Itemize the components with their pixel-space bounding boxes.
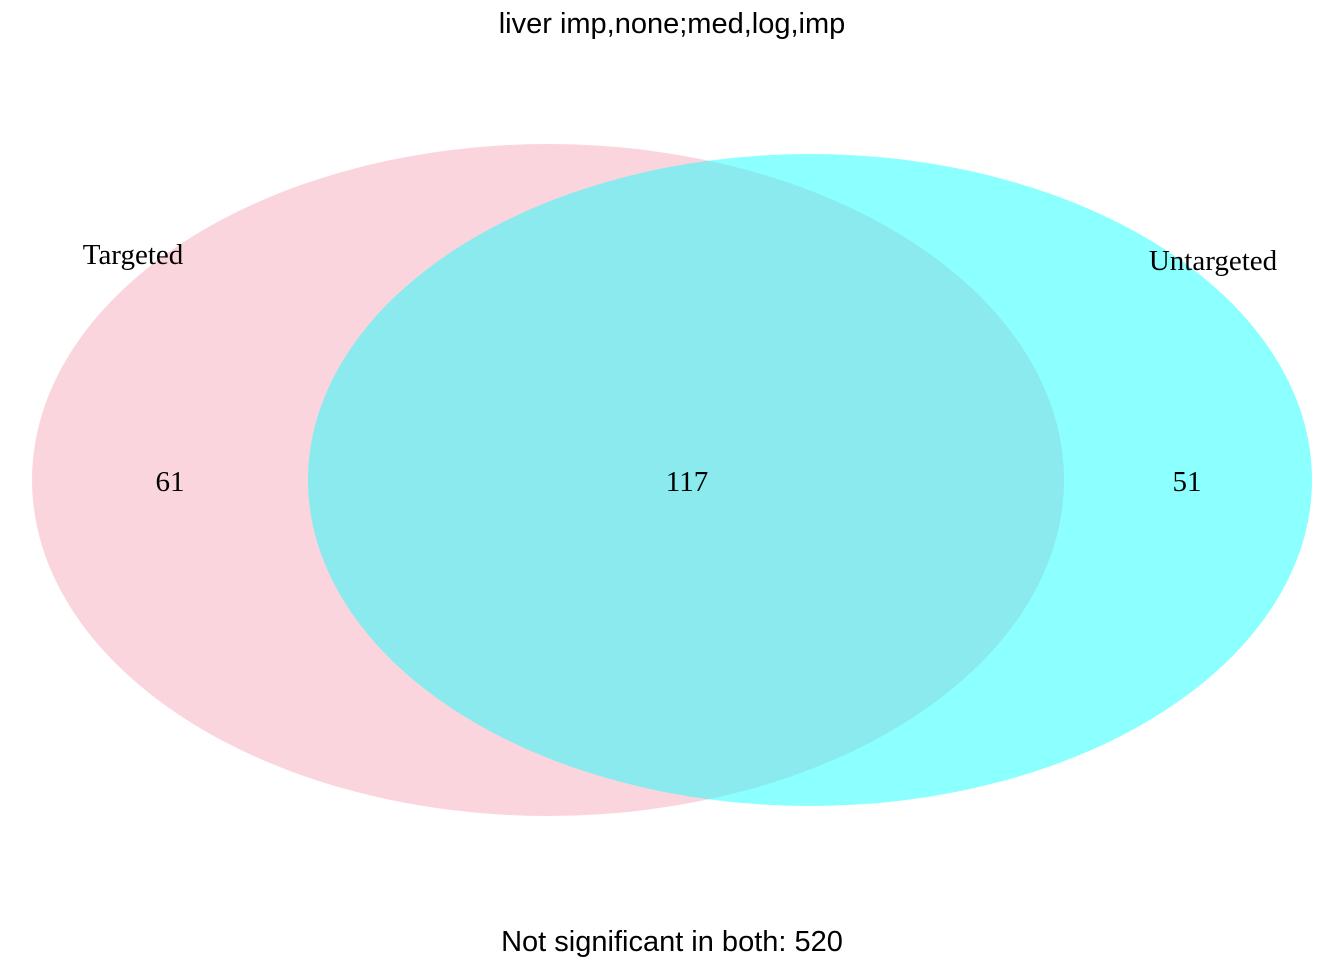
untargeted-set-label: Untargeted [1149,245,1278,277]
diagram-title: liver imp,none;med,log,imp [499,8,846,40]
untargeted-only-count: 51 [1173,466,1202,498]
untargeted-set-ellipse [308,154,1312,806]
targeted-set-label: Targeted [83,239,184,271]
intersection-count: 117 [666,466,708,498]
not-significant-footer: Not significant in both: 520 [501,926,843,958]
targeted-only-count: 61 [156,466,185,498]
